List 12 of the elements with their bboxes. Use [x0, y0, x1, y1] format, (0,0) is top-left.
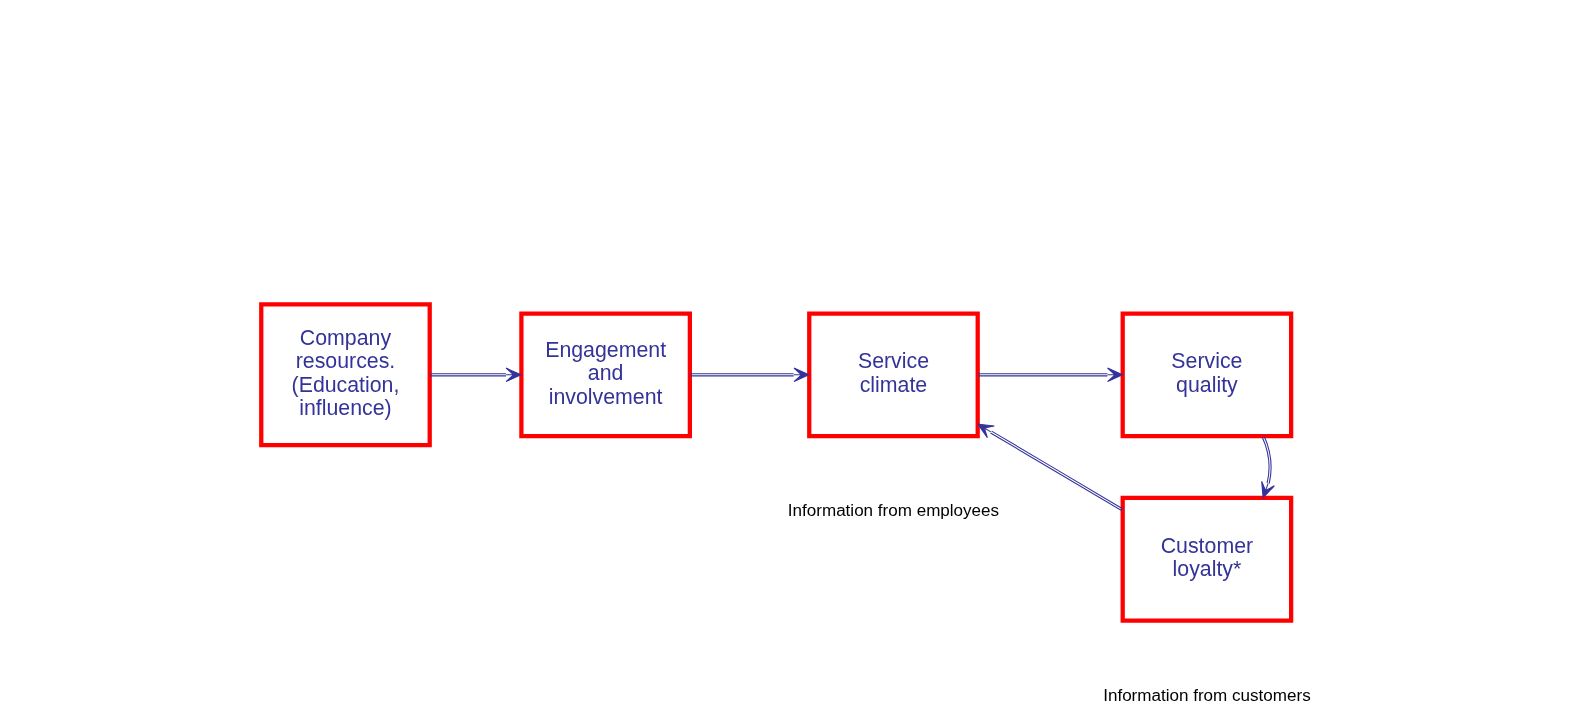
node-box: Company resources. (Education, influence) [258, 302, 432, 448]
arrow [689, 367, 809, 383]
arrow [976, 367, 1123, 383]
arrow [976, 423, 1124, 512]
arrow [428, 367, 522, 383]
arrow [1260, 435, 1275, 499]
label: Information from customers [1102, 685, 1311, 705]
node-box: Service quality [1120, 311, 1293, 439]
node-box: Engagement and involvement [518, 311, 692, 439]
node-box: Customer loyalty* [1120, 495, 1293, 623]
node-box: Service climate [806, 311, 980, 439]
label: Information from employees [787, 501, 999, 521]
